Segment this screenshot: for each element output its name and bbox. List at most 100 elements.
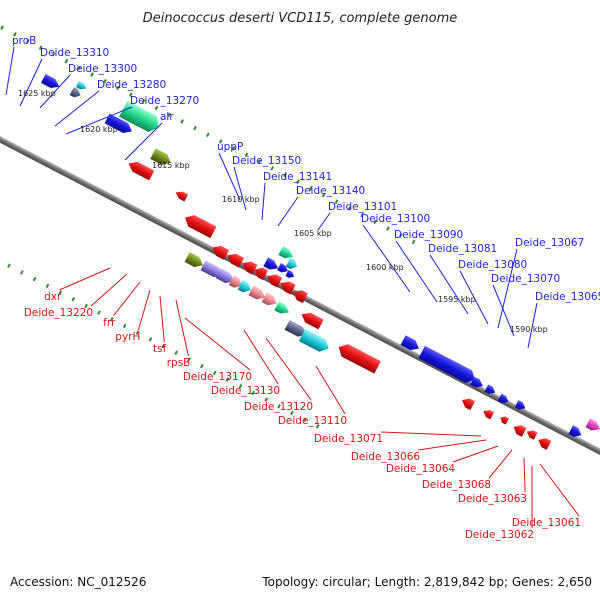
upper-tick [26,38,30,44]
forward-gene-arrow[interactable] [284,319,310,340]
forward-gene-label[interactable]: Deide_13310 [40,47,109,59]
forward-gene-arrow[interactable] [418,345,478,386]
forward-gene-arrow[interactable] [484,384,498,396]
reverse-gene-label[interactable]: Deide_13130 [211,385,280,397]
reverse-gene-arrow[interactable] [126,159,155,181]
reverse-gene-label[interactable]: Deide_13064 [386,463,456,475]
forward-gene-label[interactable]: Deide_13150 [232,155,301,167]
reverse-gene-arrow[interactable] [525,428,538,440]
reverse-gene-label[interactable]: frr [103,317,116,329]
reverse-gene-label[interactable]: Deide_13120 [244,401,313,413]
forward-gene-label[interactable]: proB [12,35,36,47]
reverse-gene-label[interactable]: Deide_13071 [314,433,383,445]
forward-gene-arrow[interactable] [184,252,206,270]
forward-gene-label[interactable]: Deide_13070 [491,273,560,285]
forward-gene-label[interactable]: Deide_13090 [394,229,463,241]
upper-tick [128,92,133,97]
forward-gene-arrow[interactable] [470,376,485,391]
forward-gene-arrow[interactable] [228,275,245,290]
leader-line [5,46,15,96]
forward-gene-arrow[interactable] [514,400,528,412]
reverse-gene-label[interactable]: Deide_13068 [422,479,491,491]
forward-gene-arrow[interactable] [568,425,583,439]
reverse-gene-arrow[interactable] [278,278,296,295]
forward-gene-arrow[interactable] [76,80,88,92]
leader-line [175,299,189,357]
reverse-gene-arrow[interactable] [210,243,230,260]
forward-gene-label[interactable]: Deide_13141 [263,171,332,183]
lower-tick [135,330,140,335]
upper-tick [167,112,172,117]
reverse-gene-label[interactable]: Deide_13062 [465,529,534,541]
forward-gene-label[interactable]: alr [160,111,174,123]
lower-tick [277,404,281,409]
reverse-gene-arrow[interactable] [290,287,308,304]
lower-tick [32,276,37,282]
forward-gene-arrow[interactable] [261,292,279,308]
forward-gene-label[interactable]: Deide_13081 [428,243,497,255]
forward-gene-arrow[interactable] [274,301,291,316]
reverse-gene-label[interactable]: Deide_13066 [351,451,421,463]
forward-gene-arrow[interactable] [40,74,62,91]
forward-gene-arrow[interactable] [285,257,299,271]
reverse-gene-arrow[interactable] [182,212,217,239]
leader-line [265,337,312,401]
reverse-gene-label[interactable]: dxr [44,291,62,303]
upper-tick [141,99,146,104]
forward-gene-arrow[interactable] [248,285,267,302]
reverse-gene-label[interactable]: Deide_13170 [183,371,252,383]
forward-gene-arrow[interactable] [497,393,511,406]
reverse-gene-arrow[interactable] [265,271,283,288]
forward-gene-arrow[interactable] [298,328,332,355]
forward-gene-label[interactable]: Deide_13065 [535,291,600,303]
forward-gene-arrow[interactable] [278,246,295,261]
forward-gene-label[interactable]: Deide_13100 [361,213,430,225]
reverse-gene-arrow[interactable] [299,309,324,330]
forward-gene-arrow[interactable] [277,263,290,275]
leader-line [39,74,71,109]
reverse-gene-label[interactable]: rpsB [167,357,191,369]
forward-gene-label[interactable]: Deide_13280 [97,79,166,91]
forward-gene-label[interactable]: Deide_13101 [328,201,397,213]
reverse-gene-arrow[interactable] [499,415,509,425]
forward-gene-arrow[interactable] [69,86,83,100]
reverse-gene-arrow[interactable] [252,265,269,281]
forward-gene-arrow[interactable] [237,279,254,295]
forward-gene-label[interactable]: uppP [217,141,243,153]
forward-gene-label[interactable]: Deide_13067 [515,237,584,249]
reverse-gene-label[interactable]: Deide_13220 [24,307,93,319]
forward-gene-label[interactable]: Deide_13140 [296,185,365,197]
upper-tick [347,206,352,211]
reverse-gene-label[interactable]: Deide_13110 [278,415,347,427]
reverse-gene-arrow[interactable] [335,341,381,374]
reverse-gene-arrow[interactable] [511,422,527,437]
forward-gene-arrow[interactable] [263,257,280,272]
reverse-gene-arrow[interactable] [174,189,189,202]
forward-gene-label[interactable]: Deide_13300 [68,63,137,75]
forward-gene-arrow[interactable] [150,148,173,168]
reverse-gene-arrow[interactable] [536,435,552,450]
accession-text: Accession: NC_012526 [10,575,146,589]
label-leaders [5,46,580,529]
reverse-gene-label[interactable]: Deide_13061 [512,517,581,529]
leader-line [523,457,526,493]
forward-gene-arrow[interactable] [104,113,135,137]
forward-gene-arrow[interactable] [200,260,226,280]
reverse-gene-arrow[interactable] [225,251,245,268]
lower-tick [110,317,114,322]
reverse-gene-label[interactable]: pyrH [115,331,140,343]
leader-line [488,449,513,479]
reverse-gene-arrow[interactable] [240,258,258,275]
reverse-gene-label[interactable]: Deide_13063 [458,493,527,505]
reverse-gene-arrow[interactable] [460,396,476,411]
reverse-gene-arrow[interactable] [482,408,495,420]
forward-gene-arrow[interactable] [285,269,295,280]
forward-gene-label[interactable]: Deide_13270 [130,95,199,107]
forward-gene-arrow[interactable] [400,335,422,353]
leader-line [261,182,266,221]
forward-gene-label[interactable]: Deide_13080 [458,259,527,271]
forward-gene-arrow[interactable] [585,418,600,433]
reverse-gene-label[interactable]: tsf [153,343,167,355]
forward-gene-arrow[interactable] [215,268,237,286]
